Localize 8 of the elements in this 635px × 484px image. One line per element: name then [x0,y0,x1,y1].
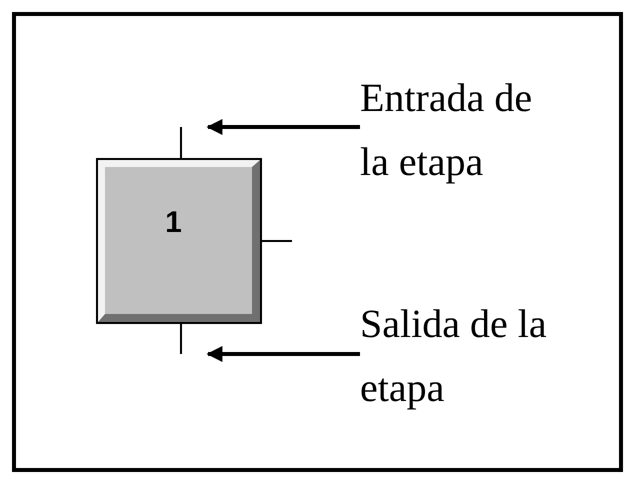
connection-line [180,322,182,354]
leader-arrow [206,119,360,135]
leader-arrow [206,346,360,362]
step-number: 1 [165,206,182,240]
connection-line [180,127,182,160]
step-note: Entrada de la etapa [360,66,555,194]
step-box [98,160,260,322]
step-note: Salida de la etapa [360,292,555,420]
